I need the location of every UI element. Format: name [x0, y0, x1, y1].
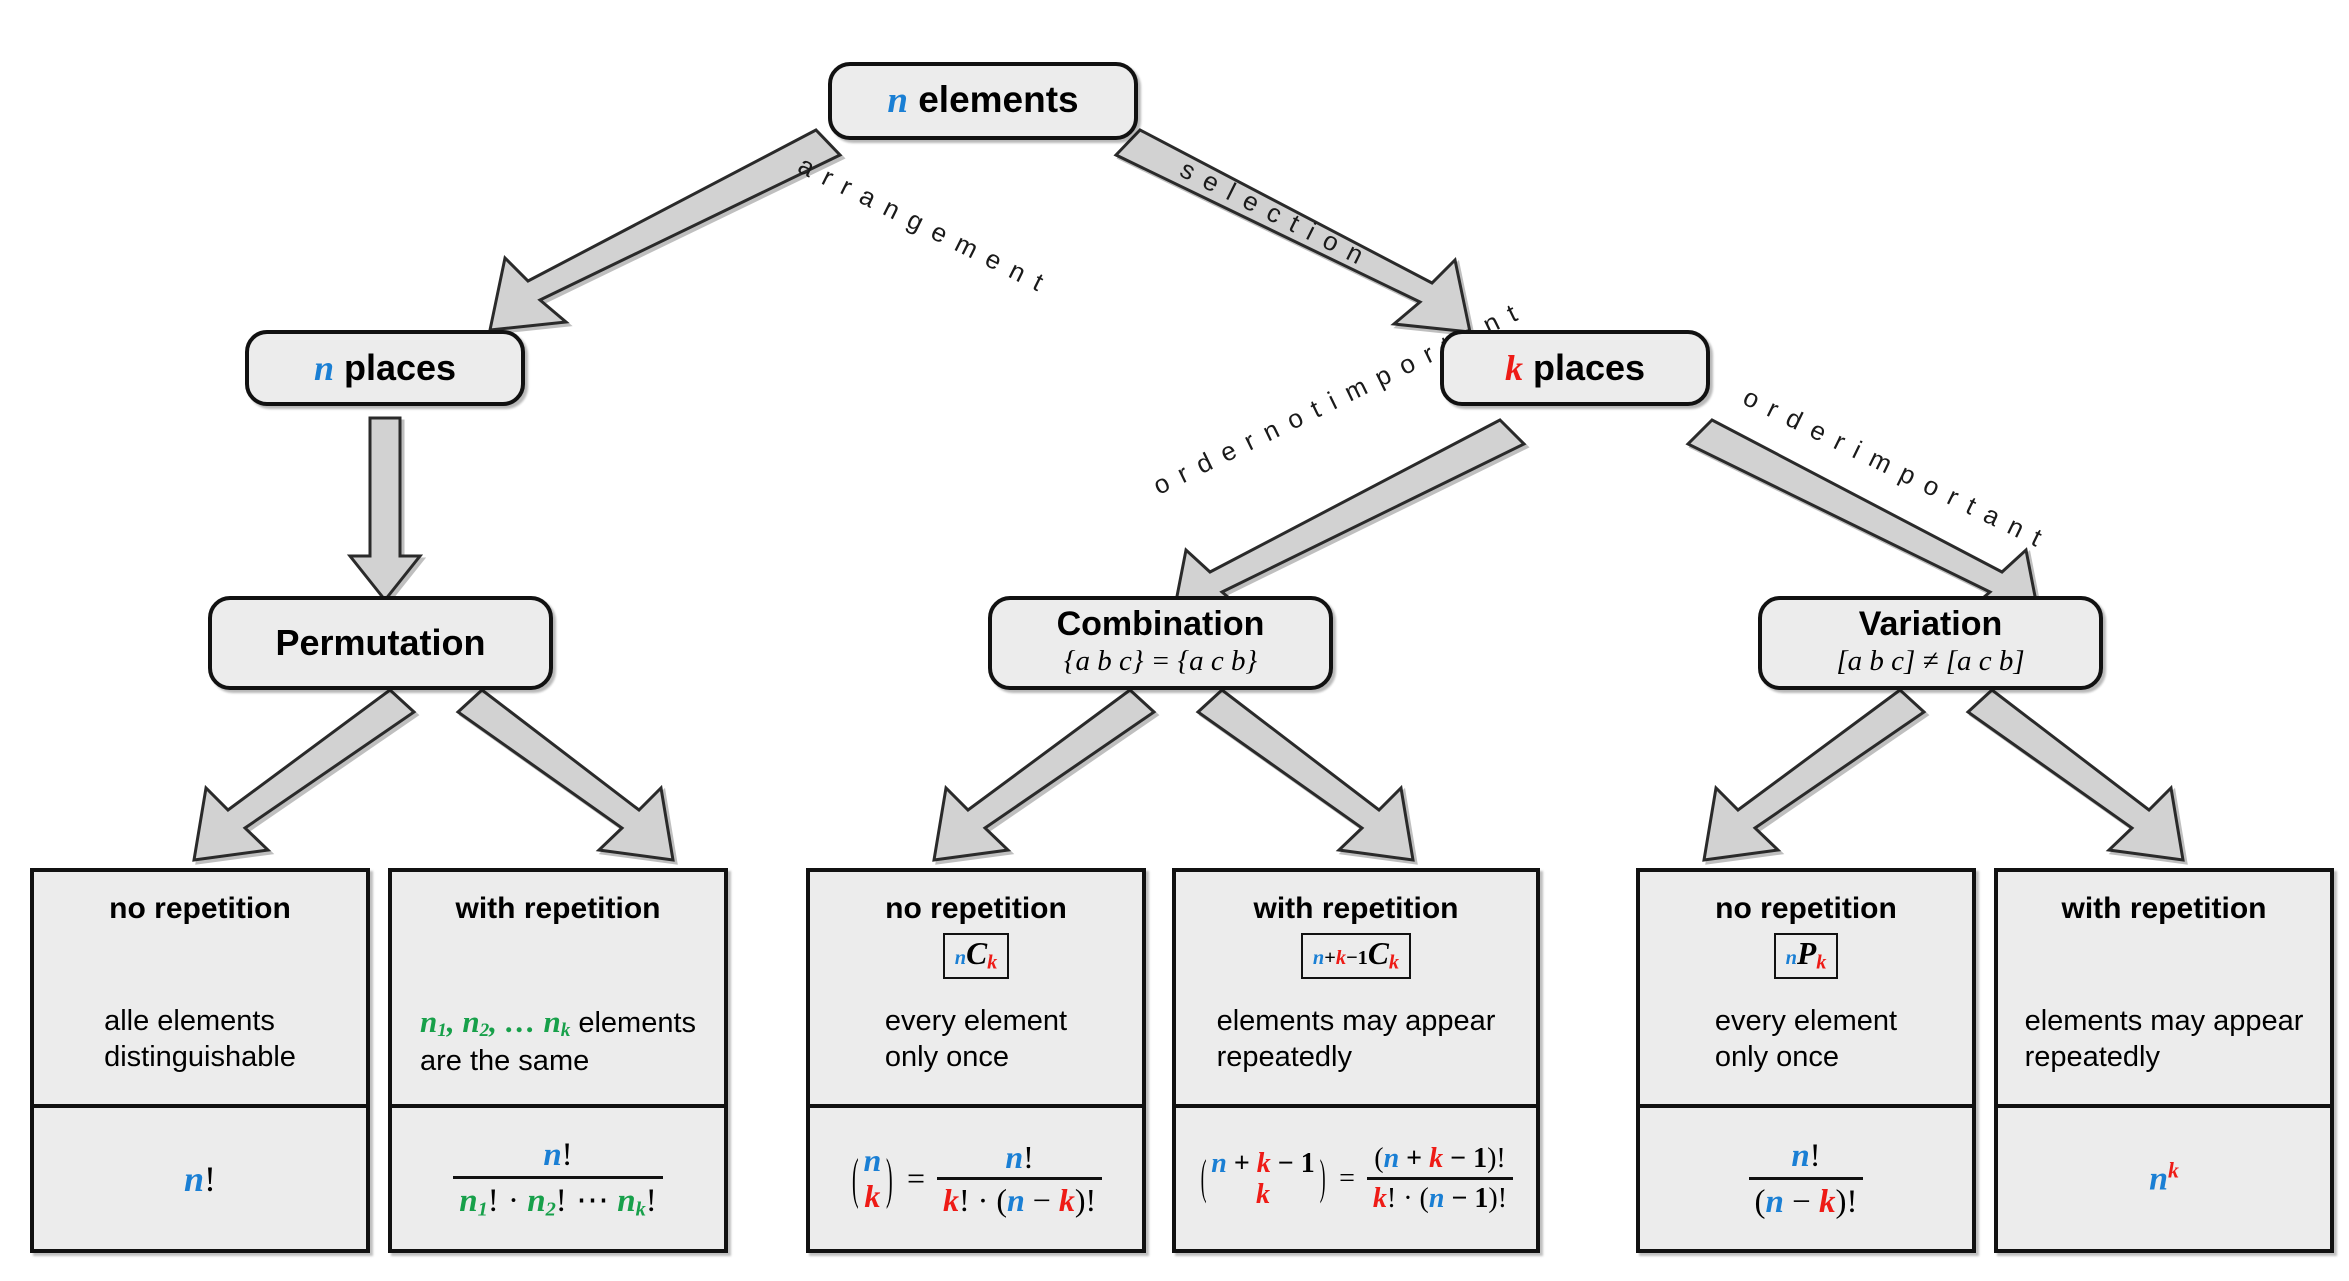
- arrow-n-places-to-permutation: [346, 416, 424, 603]
- leaf-combination-no-repetition[interactable]: no repetition nCk every element only onc…: [806, 868, 1146, 1253]
- leaf-header: with repetition: [2061, 892, 2267, 925]
- leaf-formula-cell: nk: [1998, 1108, 2330, 1249]
- node-variation-label: Variation: [1858, 605, 2003, 644]
- leaf-variation-with-repetition[interactable]: with repetition elements may appear repe…: [1994, 868, 2334, 1253]
- node-n-places[interactable]: n places: [245, 330, 525, 406]
- formula-n-power-k: nk: [2149, 1158, 2179, 1198]
- formula-variation-no-rep: n! (n − k)!: [1748, 1137, 1864, 1220]
- leaf-description: alle elements distinguishable: [104, 1004, 296, 1074]
- node-k-places[interactable]: k places: [1440, 330, 1710, 406]
- node-permutation[interactable]: Permutation: [208, 596, 553, 690]
- edge-label-arrangement: a r r a n g e m e n t: [793, 149, 1051, 298]
- leaf-formula-cell: n! n1! · n2! ⋯ nk!: [392, 1108, 724, 1249]
- arrow-variation-no-repetition: [1702, 688, 1927, 862]
- arrow-variation-with-repetition: [1965, 688, 2185, 862]
- node-combination-example: {a b c} = {a c b}: [1063, 645, 1258, 678]
- leaf-formula-cell: n! (n − k)!: [1640, 1108, 1972, 1249]
- leaf-header: no repetition: [109, 892, 291, 925]
- node-combination-label: Combination: [1056, 605, 1265, 644]
- arrow-permutation-no-repetition: [192, 688, 417, 862]
- leaf-permutation-no-repetition[interactable]: no repetition alle elements distinguisha…: [30, 868, 370, 1253]
- leaf-description: every element only once: [1714, 1004, 1898, 1074]
- leaf-combination-with-repetition[interactable]: with repetition n+k−1Ck elements may app…: [1172, 868, 1540, 1253]
- arrow-combination-no-repetition: [932, 688, 1157, 862]
- node-n-places-label: n places: [313, 346, 457, 388]
- leaf-description-cell: with repetition n1, n2, … nk elements ar…: [392, 872, 724, 1108]
- leaf-header: with repetition: [1253, 892, 1459, 925]
- leaf-description-cell: with repetition n+k−1Ck elements may app…: [1176, 872, 1536, 1108]
- node-k-places-label: k places: [1504, 346, 1646, 388]
- arrow-arrangement: [488, 128, 843, 332]
- node-permutation-label: Permutation: [275, 622, 486, 664]
- edge-label-order-important: o r d e r i m p o r t a n t: [1738, 381, 2049, 554]
- leaf-variation-no-repetition[interactable]: no repetition nPk every element only onc…: [1636, 868, 1976, 1253]
- leaf-permutation-with-repetition[interactable]: with repetition n1, n2, … nk elements ar…: [388, 868, 728, 1253]
- node-n-elements[interactable]: n elements: [828, 62, 1138, 140]
- node-variation[interactable]: Variation [a b c] ≠ [a c b]: [1758, 596, 2103, 690]
- arrow-combination-with-repetition: [1195, 688, 1415, 862]
- notation-nPk: nPk: [1773, 933, 1839, 980]
- notation-n-plus-k-minus-1-C-k: n+k−1Ck: [1300, 933, 1412, 980]
- formula-multiset-permutation: n! n1! · n2! ⋯ nk!: [453, 1136, 663, 1221]
- node-n-elements-label: n elements: [887, 79, 1079, 122]
- leaf-description: elements may appear repeatedly: [2024, 1004, 2304, 1074]
- leaf-description: every element only once: [884, 1004, 1068, 1074]
- leaf-formula-cell: n!: [34, 1108, 366, 1249]
- leaf-header: with repetition: [455, 892, 661, 925]
- leaf-header: no repetition: [1715, 892, 1897, 925]
- formula-n-factorial: n!: [183, 1158, 217, 1199]
- leaf-description: n1, n2, … nk elements are the same: [419, 1004, 697, 1078]
- leaf-description-cell: no repetition alle elements distinguisha…: [34, 872, 366, 1108]
- leaf-description-cell: no repetition nCk every element only onc…: [810, 872, 1142, 1108]
- arrow-permutation-with-repetition: [455, 688, 675, 862]
- edge-label-selection: s e l e c t i o n: [1175, 153, 1371, 272]
- leaf-description-cell: with repetition elements may appear repe…: [1998, 872, 2330, 1108]
- leaf-description: elements may appear repeatedly: [1216, 1004, 1496, 1074]
- node-combination[interactable]: Combination {a b c} = {a c b}: [988, 596, 1333, 690]
- notation-nCk: nCk: [942, 933, 1010, 980]
- node-variation-example: [a b c] ≠ [a c b]: [1836, 645, 2025, 678]
- leaf-description-cell: no repetition nPk every element only onc…: [1640, 872, 1972, 1108]
- leaf-header: no repetition: [885, 892, 1067, 925]
